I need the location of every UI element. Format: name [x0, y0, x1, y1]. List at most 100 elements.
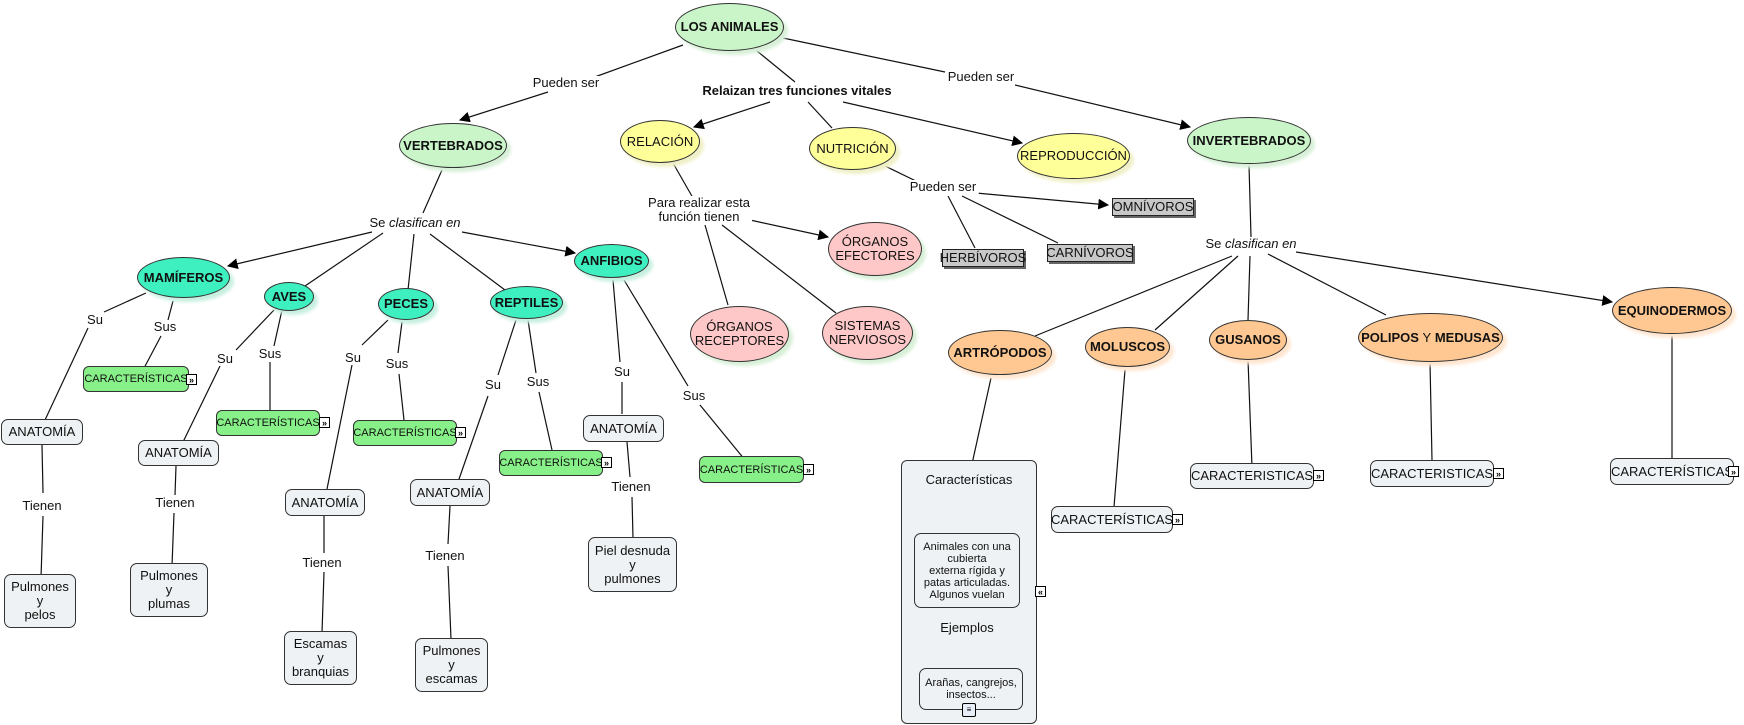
panel-title: Características: [925, 471, 1013, 487]
node-los-animales[interactable]: LOS ANIMALES: [675, 3, 784, 51]
link-label-su: Su: [343, 350, 363, 365]
link-arrow: [1295, 251, 1614, 306]
link-line: [321, 571, 325, 634]
link-line: [591, 44, 684, 79]
node-invertebrados[interactable]: INVERTEBRADOS: [1187, 117, 1311, 164]
caracteristicas-node[interactable]: CARACTERÍSTICAS: [1610, 458, 1734, 485]
link-label-pueden-ser: Pueden ser: [945, 69, 1017, 84]
node-mamiferos[interactable]: MAMÍFEROS: [137, 257, 230, 298]
node-peces[interactable]: PECES: [378, 288, 434, 320]
link-arrow: [1014, 84, 1192, 130]
link-line: [40, 515, 44, 579]
expand-icon[interactable]: »: [319, 417, 330, 428]
node-carnivoros[interactable]: CARNÍVOROS: [1046, 244, 1134, 262]
node-aves[interactable]: AVES: [264, 282, 314, 311]
link-arrow: [749, 219, 830, 241]
link-line: [1247, 359, 1253, 468]
anatomia-node[interactable]: ANATOMÍA: [138, 440, 219, 466]
link-line: [538, 391, 553, 451]
link-line: [1034, 255, 1233, 337]
node-organos-receptores[interactable]: ÓRGANOS RECEPTORES: [690, 306, 789, 362]
link-line: [1248, 164, 1252, 238]
link-line: [969, 377, 992, 474]
link-line: [174, 465, 177, 496]
link-line: [704, 224, 729, 306]
caracteristicas-node[interactable]: CARACTERISTICAS: [1370, 460, 1494, 487]
anatomia-node[interactable]: ANATOMÍA: [583, 415, 664, 442]
panel-examples-label: Ejemplos: [925, 619, 1009, 636]
expand-icon[interactable]: »: [1313, 470, 1324, 481]
caracteristicas-node[interactable]: CARACTERÍSTICAS: [216, 410, 320, 436]
node-equinodermos[interactable]: EQUINODERMOS: [1612, 287, 1732, 334]
node-organos-efectores[interactable]: ÓRGANOS EFECTORES: [828, 222, 922, 276]
link-line: [407, 233, 415, 291]
link-label-su: Su: [85, 312, 105, 327]
collapse-icon[interactable]: «: [1035, 586, 1046, 597]
node-vertebrados[interactable]: VERTEBRADOS: [399, 123, 507, 168]
node-artropodos[interactable]: ARTRÓPODOS: [948, 330, 1052, 375]
caracteristicas-node[interactable]: CARACTERISTICAS: [1190, 463, 1314, 489]
expand-icon[interactable]: »: [455, 427, 466, 438]
expand-icon[interactable]: »: [803, 464, 814, 475]
anatomia-node[interactable]: ANATOMÍA: [410, 479, 490, 506]
link-line: [44, 327, 89, 421]
caracteristicas-node[interactable]: CARACTERÍSTICAS: [1051, 506, 1173, 533]
caracteristicas-node[interactable]: CARACTERÍSTICAS: [499, 450, 603, 476]
link-line: [1113, 369, 1126, 508]
link-label-se-clasifican: Se clasifican en: [367, 215, 463, 230]
node-moluscos[interactable]: MOLUSCOS: [1085, 327, 1170, 367]
link-line: [304, 232, 384, 287]
link-line: [631, 496, 634, 539]
expand-icon[interactable]: »: [1172, 514, 1183, 525]
caracteristicas-node[interactable]: CARACTERÍSTICAS: [699, 456, 804, 483]
node-omnivoros[interactable]: OMNÍVOROS: [1112, 198, 1194, 216]
link-line: [103, 292, 147, 313]
link-label-tienen: Tienen: [609, 479, 653, 494]
link-line: [273, 309, 283, 347]
link-line: [699, 404, 746, 461]
node-sistemas-nerviosos[interactable]: SISTEMAS NERVIOSOS: [822, 306, 913, 360]
link-line: [1154, 255, 1239, 331]
link-line: [447, 565, 452, 640]
link-label-su: Su: [483, 377, 503, 392]
link-line: [1267, 253, 1387, 316]
link-line: [429, 233, 506, 291]
link-line: [527, 319, 537, 374]
link-arrow: [461, 231, 577, 257]
node-polipos-medusas[interactable]: POLIPOS Y MEDUSAS: [1358, 313, 1503, 362]
expand-icon[interactable]: »: [186, 374, 197, 385]
node-reproduccion[interactable]: REPRODUCCIÓN: [1017, 133, 1130, 179]
link-line: [457, 395, 489, 483]
node-relacion[interactable]: RELACIÓN: [620, 120, 700, 163]
node-gusanos[interactable]: GUSANOS: [1209, 320, 1287, 360]
node-anfibios[interactable]: ANFIBIOS: [574, 244, 649, 278]
link-line: [422, 169, 443, 214]
caracteristicas-node[interactable]: CARACTERÍSTICAS: [353, 420, 457, 446]
link-line: [397, 321, 403, 354]
link-line: [612, 279, 621, 363]
caracteristicas-node[interactable]: CARACTERÍSTICAS: [83, 366, 189, 392]
anatomia-node[interactable]: ANATOMÍA: [285, 489, 365, 516]
note-icon[interactable]: ≡: [962, 703, 976, 717]
expand-icon[interactable]: »: [601, 457, 612, 468]
node-nutricion[interactable]: NUTRICIÓN: [809, 127, 896, 170]
link-line: [361, 319, 389, 346]
link-line: [1429, 361, 1433, 461]
link-label-tienen: Tienen: [423, 548, 467, 563]
expand-icon[interactable]: »: [1493, 468, 1504, 479]
link-label-pueden-ser: Pueden ser: [907, 179, 979, 194]
node-herbivoros[interactable]: HERBÍVOROS: [939, 249, 1027, 267]
panel-examples[interactable]: Arañas, cangrejos,insectos...: [919, 668, 1023, 710]
expand-icon[interactable]: »: [1728, 466, 1739, 477]
anatomia-node[interactable]: ANATOMÍA: [1, 419, 83, 445]
link-label-su: Su: [215, 351, 235, 366]
link-arrow: [226, 231, 373, 270]
node-reptiles[interactable]: REPTILES: [490, 286, 563, 319]
